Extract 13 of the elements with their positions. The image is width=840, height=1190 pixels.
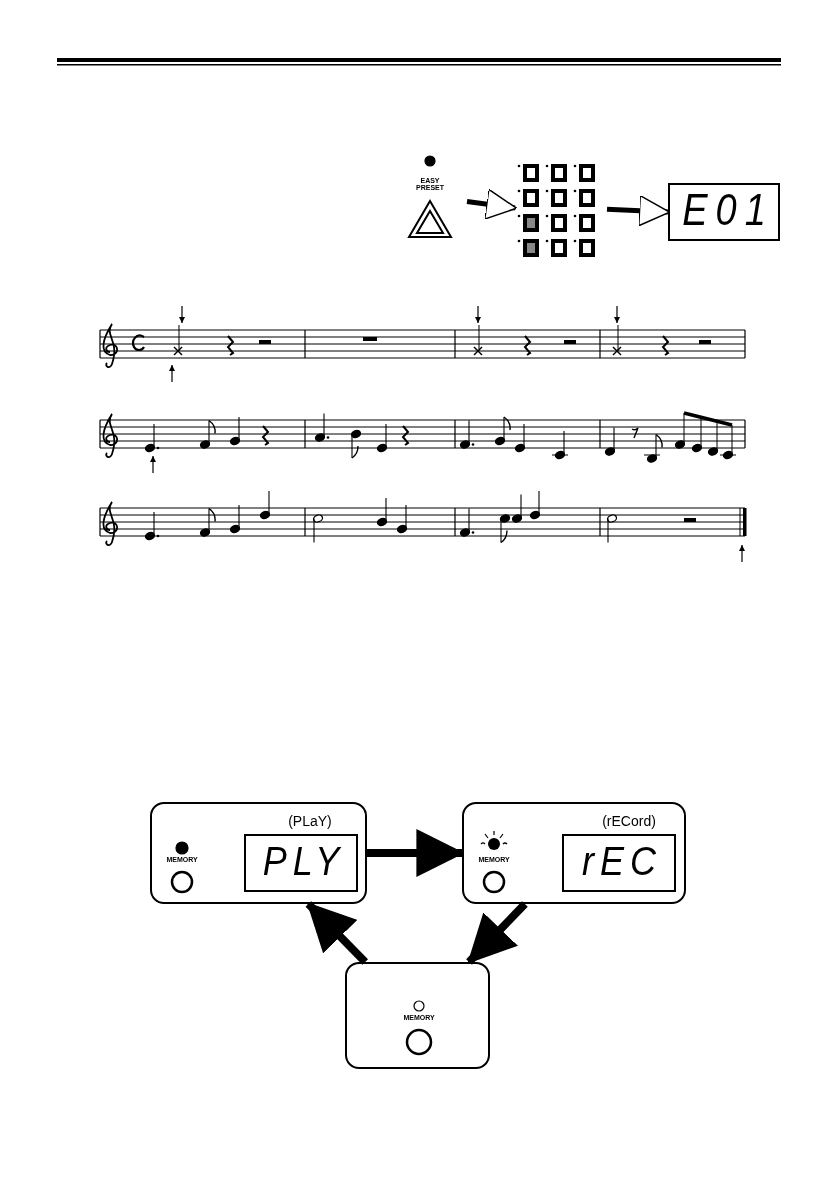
mode-label: (rECord) [601,814,657,828]
arrow [466,188,518,220]
display-readout: rEC [581,840,663,882]
mode-label: (PLaY) [287,814,333,828]
arrow [305,901,368,965]
control-panel [345,962,490,1069]
display-readout: PLY [261,840,347,882]
display-readout: E01 [681,188,775,232]
segment-display [668,183,780,241]
arrow [466,901,528,965]
control-panel [150,802,367,904]
arrow [606,194,671,227]
control-panel [462,802,686,904]
